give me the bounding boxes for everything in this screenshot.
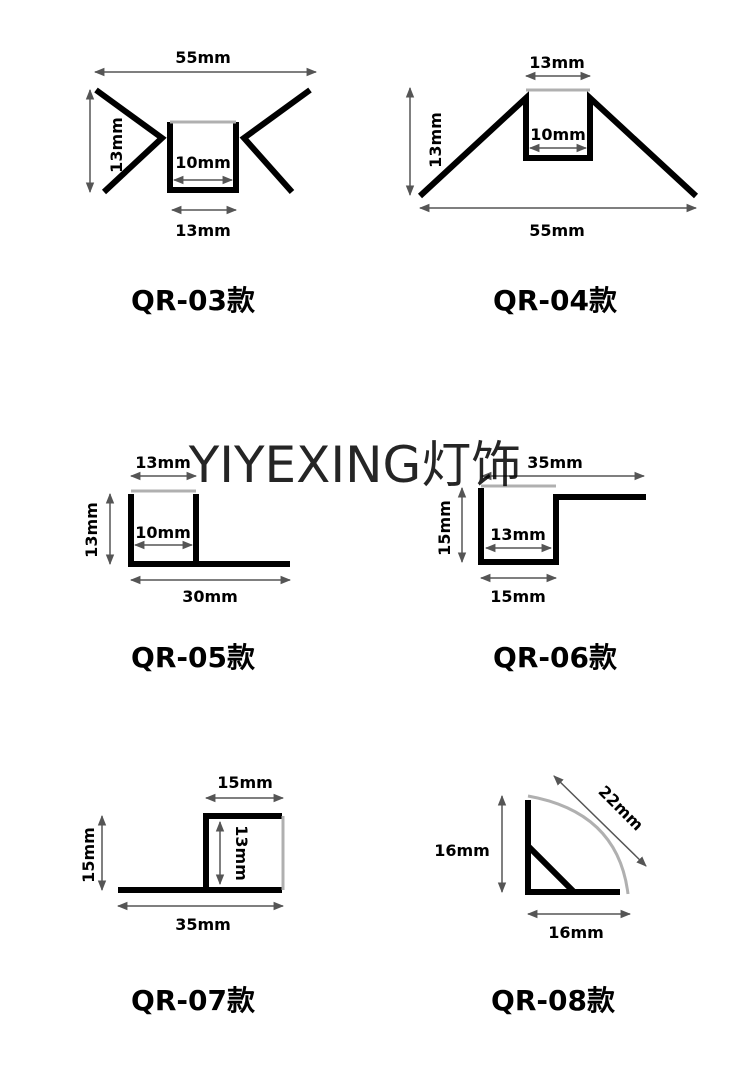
profile-shape [478,488,646,565]
dim-width-label: 35mm [527,453,583,472]
dim-height-label: 16mm [434,841,490,860]
model-qr-05: 13mm 13mm 10mm 30mm QR-05款 [82,453,292,674]
model-qr-06: 35mm 15mm 13mm 15mm QR-06款 [435,453,646,674]
model-title: QR-06款 [493,641,618,674]
model-qr-07: 15mm 15mm 13mm 35mm QR-07款 [79,773,285,1017]
profile-shape [94,87,312,195]
profile-shape [118,813,282,893]
model-title: QR-07款 [131,984,256,1017]
dim-top-label: 13mm [135,453,191,472]
dim-inner-label: 10mm [175,153,231,172]
dim-width-label: 16mm [548,923,604,942]
dim-length-label: 30mm [182,587,238,606]
model-title: QR-08款 [491,984,616,1017]
model-qr-08: 22mm 16mm 16mm QR-08款 [434,775,648,1017]
dimension-arrows [457,471,646,583]
dim-base-label: 15mm [490,587,546,606]
dim-height-label: 13mm [426,112,445,168]
dimension-arrows [405,71,698,213]
dim-height-label: 13mm [82,502,101,558]
dim-top-label: 13mm [529,53,585,72]
dimension-arrows [105,471,292,585]
model-title: QR-04款 [493,284,618,317]
dim-width-label: 55mm [175,48,231,67]
dimension-arrows [85,67,318,215]
dim-width-label: 55mm [529,221,585,240]
profile-shape [525,800,620,895]
dim-inner-label: 10mm [530,125,586,144]
model-qr-03: 55mm 13mm 10mm 13mm QR-03款 [85,48,318,317]
dim-top-label: 15mm [217,773,273,792]
dimension-arrows [497,775,647,919]
dim-diagonal-label: 22mm [595,782,648,835]
watermark: YIYEXING灯饰 [188,436,522,494]
dim-base-label: 13mm [175,221,231,240]
model-qr-04: 13mm 13mm 10mm 55mm QR-04款 [405,53,699,317]
dim-height-label: 15mm [435,500,454,556]
profile-shape [128,494,290,567]
dim-height-label: 15mm [79,827,98,883]
dim-inner-label: 13mm [490,525,546,544]
dim-inner-label: 10mm [135,523,191,542]
dim-height-label: 13mm [107,117,126,173]
dim-inner-label: 13mm [232,825,251,881]
dim-length-label: 35mm [175,915,231,934]
dimension-arrows [97,793,285,911]
profile-shape [417,91,699,199]
model-title: QR-05款 [131,641,256,674]
model-title: QR-03款 [131,284,256,317]
